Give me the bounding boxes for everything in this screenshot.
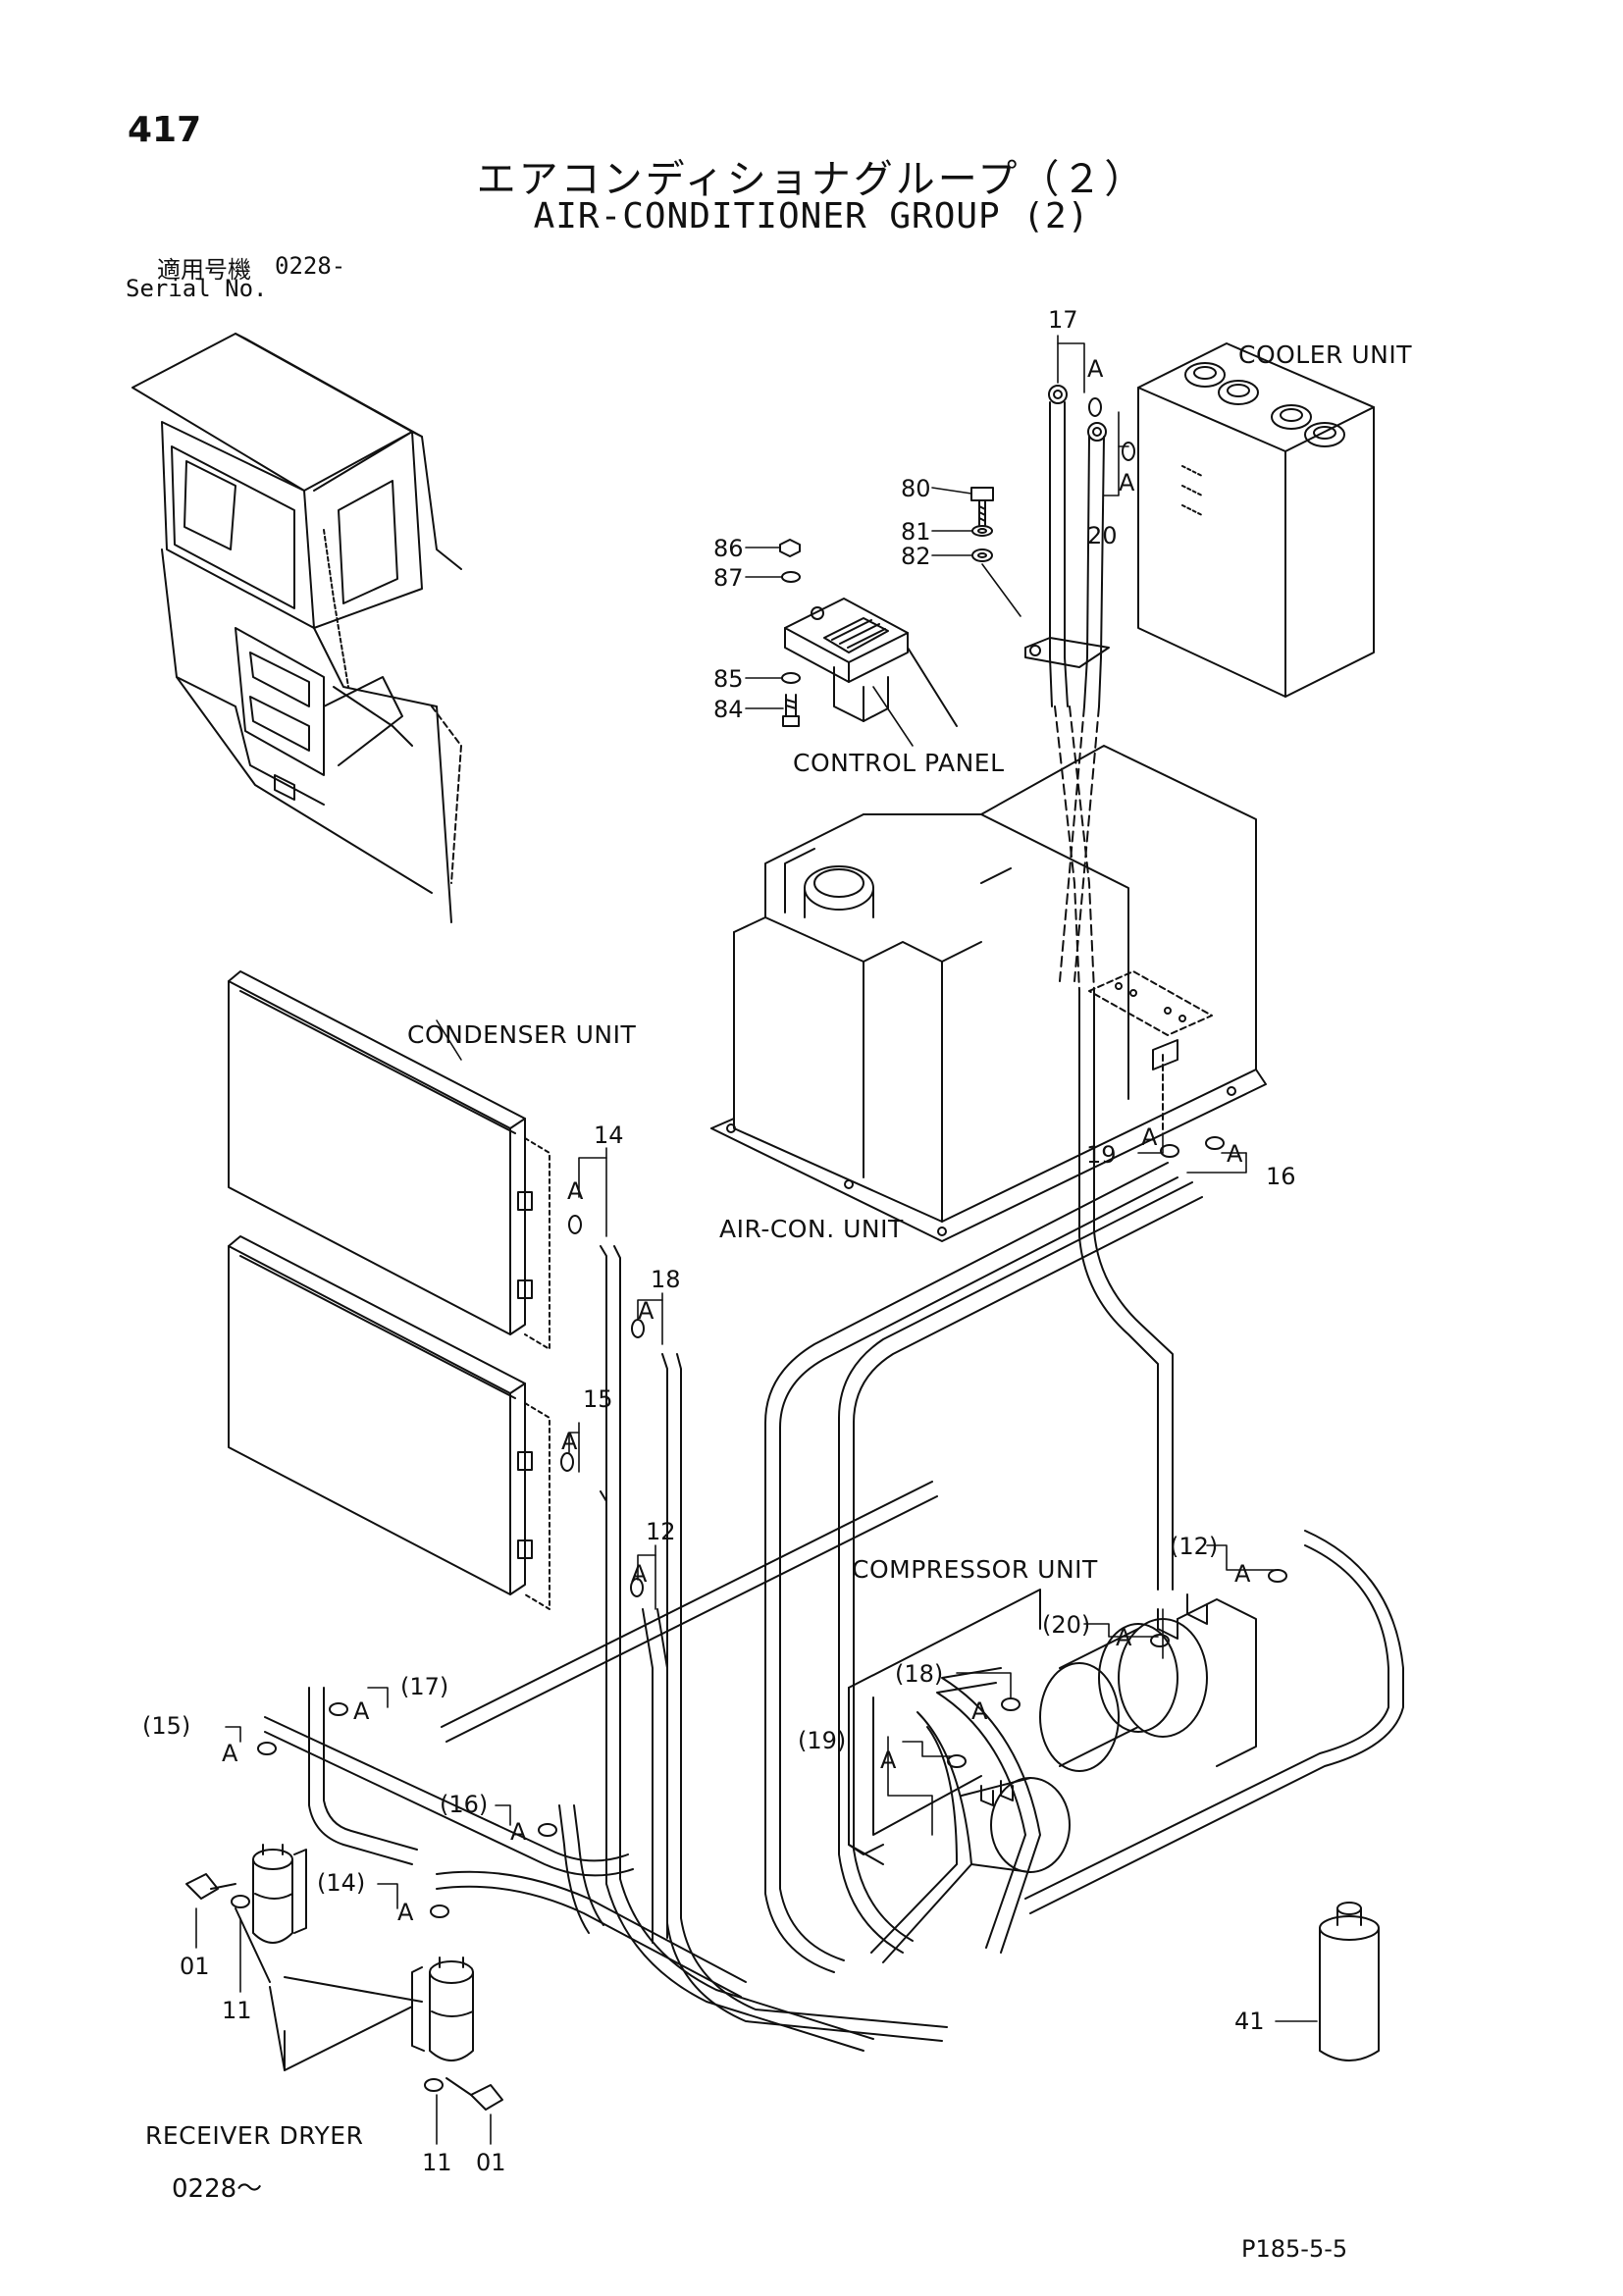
detail-a-14-ref: A xyxy=(397,1899,414,1926)
detail-a-16-ref: A xyxy=(510,1818,527,1846)
page-number: 417 xyxy=(128,110,202,150)
detail-a-19-ref: A xyxy=(880,1747,897,1774)
callout-19: 19 xyxy=(1086,1141,1117,1169)
callout-19-ref: (19) xyxy=(798,1727,847,1754)
condenser-unit-drawing xyxy=(228,970,550,1610)
callout-12-ref: (12) xyxy=(1170,1533,1219,1560)
callout-16-ref: (16) xyxy=(440,1791,489,1818)
title-japanese: エアコンディショナグループ（２） xyxy=(476,157,1147,202)
label-compressor-unit: COMPRESSOR UNIT xyxy=(852,1555,1098,1584)
label-condenser-unit: CONDENSER UNIT xyxy=(407,1020,637,1049)
callout-11-right: 11 xyxy=(422,2149,452,2176)
detail-a-15: A xyxy=(561,1428,578,1455)
label-cooler-unit: COOLER UNIT xyxy=(1238,340,1412,369)
callout-15-ref: (15) xyxy=(142,1712,191,1740)
control-panel-drawing xyxy=(784,598,958,727)
o-rings xyxy=(257,397,1287,1918)
footer-serial-range: 0228～ xyxy=(172,2174,263,2204)
label-receiver-dryer: RECEIVER DRYER xyxy=(145,2121,364,2150)
callout-84: 84 xyxy=(713,696,744,723)
detail-a-15-ref: A xyxy=(222,1740,238,1767)
callout-20-ref: (20) xyxy=(1042,1611,1091,1639)
detail-a-18: A xyxy=(638,1297,654,1325)
callout-14: 14 xyxy=(594,1122,624,1149)
callout-81: 81 xyxy=(901,518,931,546)
callout-17-ref: (17) xyxy=(400,1673,449,1700)
compressor-unit-drawing xyxy=(848,1589,1257,1873)
detail-a-20: A xyxy=(1119,469,1135,496)
callout-15: 15 xyxy=(583,1385,613,1413)
callout-41: 41 xyxy=(1234,2008,1265,2035)
detail-a-20-ref: A xyxy=(1116,1624,1132,1651)
footer-drawing-code: P185-5-5 xyxy=(1241,2235,1348,2263)
cooler-unit-drawing xyxy=(1137,342,1375,698)
detail-a-12-ref: A xyxy=(1234,1560,1251,1588)
detail-a-17: A xyxy=(1087,355,1104,383)
callout-17: 17 xyxy=(1048,306,1078,334)
aircon-unit-drawing xyxy=(710,745,1267,1242)
detail-a-18-ref: A xyxy=(971,1697,988,1725)
receiver-dryer-drawing xyxy=(185,1844,503,2111)
detail-a-12: A xyxy=(631,1560,648,1588)
title-english: AIR-CONDITIONER GROUP (2) xyxy=(533,196,1090,236)
callout-86: 86 xyxy=(713,535,744,562)
serial-label-japanese: 適用号機 xyxy=(157,256,251,284)
oil-container-drawing xyxy=(1319,1902,1380,2061)
callout-80: 80 xyxy=(901,475,931,502)
leader-lines xyxy=(195,335,1318,2145)
callout-11-left: 11 xyxy=(222,1997,252,2024)
refrigerant-hoses xyxy=(264,990,1404,2052)
callout-12: 12 xyxy=(646,1518,676,1545)
label-aircon-unit: AIR-CON. UNIT xyxy=(719,1215,904,1243)
callout-18-ref: (18) xyxy=(895,1660,944,1688)
pipes-17-20 xyxy=(1024,385,1110,992)
callout-85: 85 xyxy=(713,665,744,693)
callout-14-ref: (14) xyxy=(317,1869,366,1897)
callout-82: 82 xyxy=(901,543,931,570)
cab-overview xyxy=(131,333,462,923)
detail-a-19: A xyxy=(1141,1123,1158,1151)
detail-a-17-ref: A xyxy=(353,1697,370,1725)
detail-a-16: A xyxy=(1227,1140,1243,1168)
callout-20: 20 xyxy=(1087,522,1118,549)
serial-value: 0228- xyxy=(275,252,346,280)
label-control-panel: CONTROL PANEL xyxy=(793,749,1005,777)
detail-a-14: A xyxy=(567,1177,584,1205)
callout-01-right: 01 xyxy=(476,2149,506,2176)
callout-01-left: 01 xyxy=(180,1953,210,1980)
callout-87: 87 xyxy=(713,564,744,592)
serial-label-english: Serial No. xyxy=(126,275,268,302)
callout-18: 18 xyxy=(651,1266,681,1293)
fasteners-drawing xyxy=(779,487,994,727)
callout-16: 16 xyxy=(1266,1163,1296,1190)
